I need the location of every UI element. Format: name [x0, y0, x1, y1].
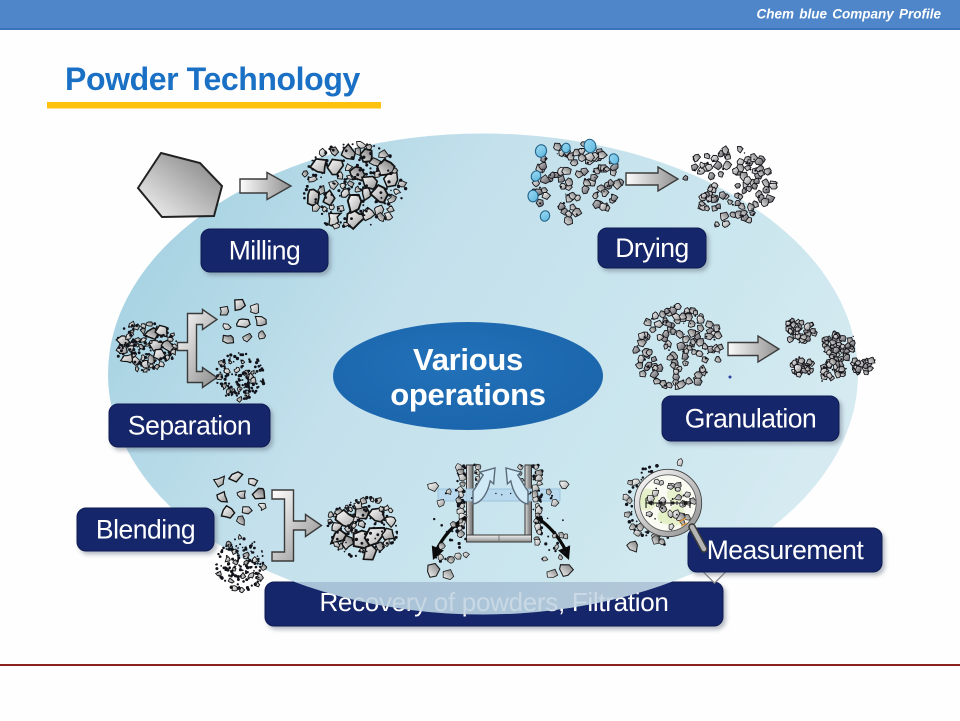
svg-text:Recovery of powders, Filtratio: Recovery of powders, Filtration — [319, 587, 668, 617]
svg-text:Separation: Separation — [128, 411, 251, 441]
svg-text:Blending: Blending — [96, 515, 195, 545]
svg-text:Chem blue Company Profile: Chem blue Company Profile — [756, 7, 941, 22]
svg-text:Various: Various — [413, 342, 523, 377]
svg-text:Drying: Drying — [615, 233, 689, 263]
svg-text:Milling: Milling — [229, 236, 301, 266]
svg-text:Measurement: Measurement — [707, 535, 865, 565]
svg-text:operations: operations — [390, 377, 545, 412]
svg-text:Granulation: Granulation — [685, 404, 817, 434]
svg-text:Powder Technology: Powder Technology — [65, 61, 360, 97]
